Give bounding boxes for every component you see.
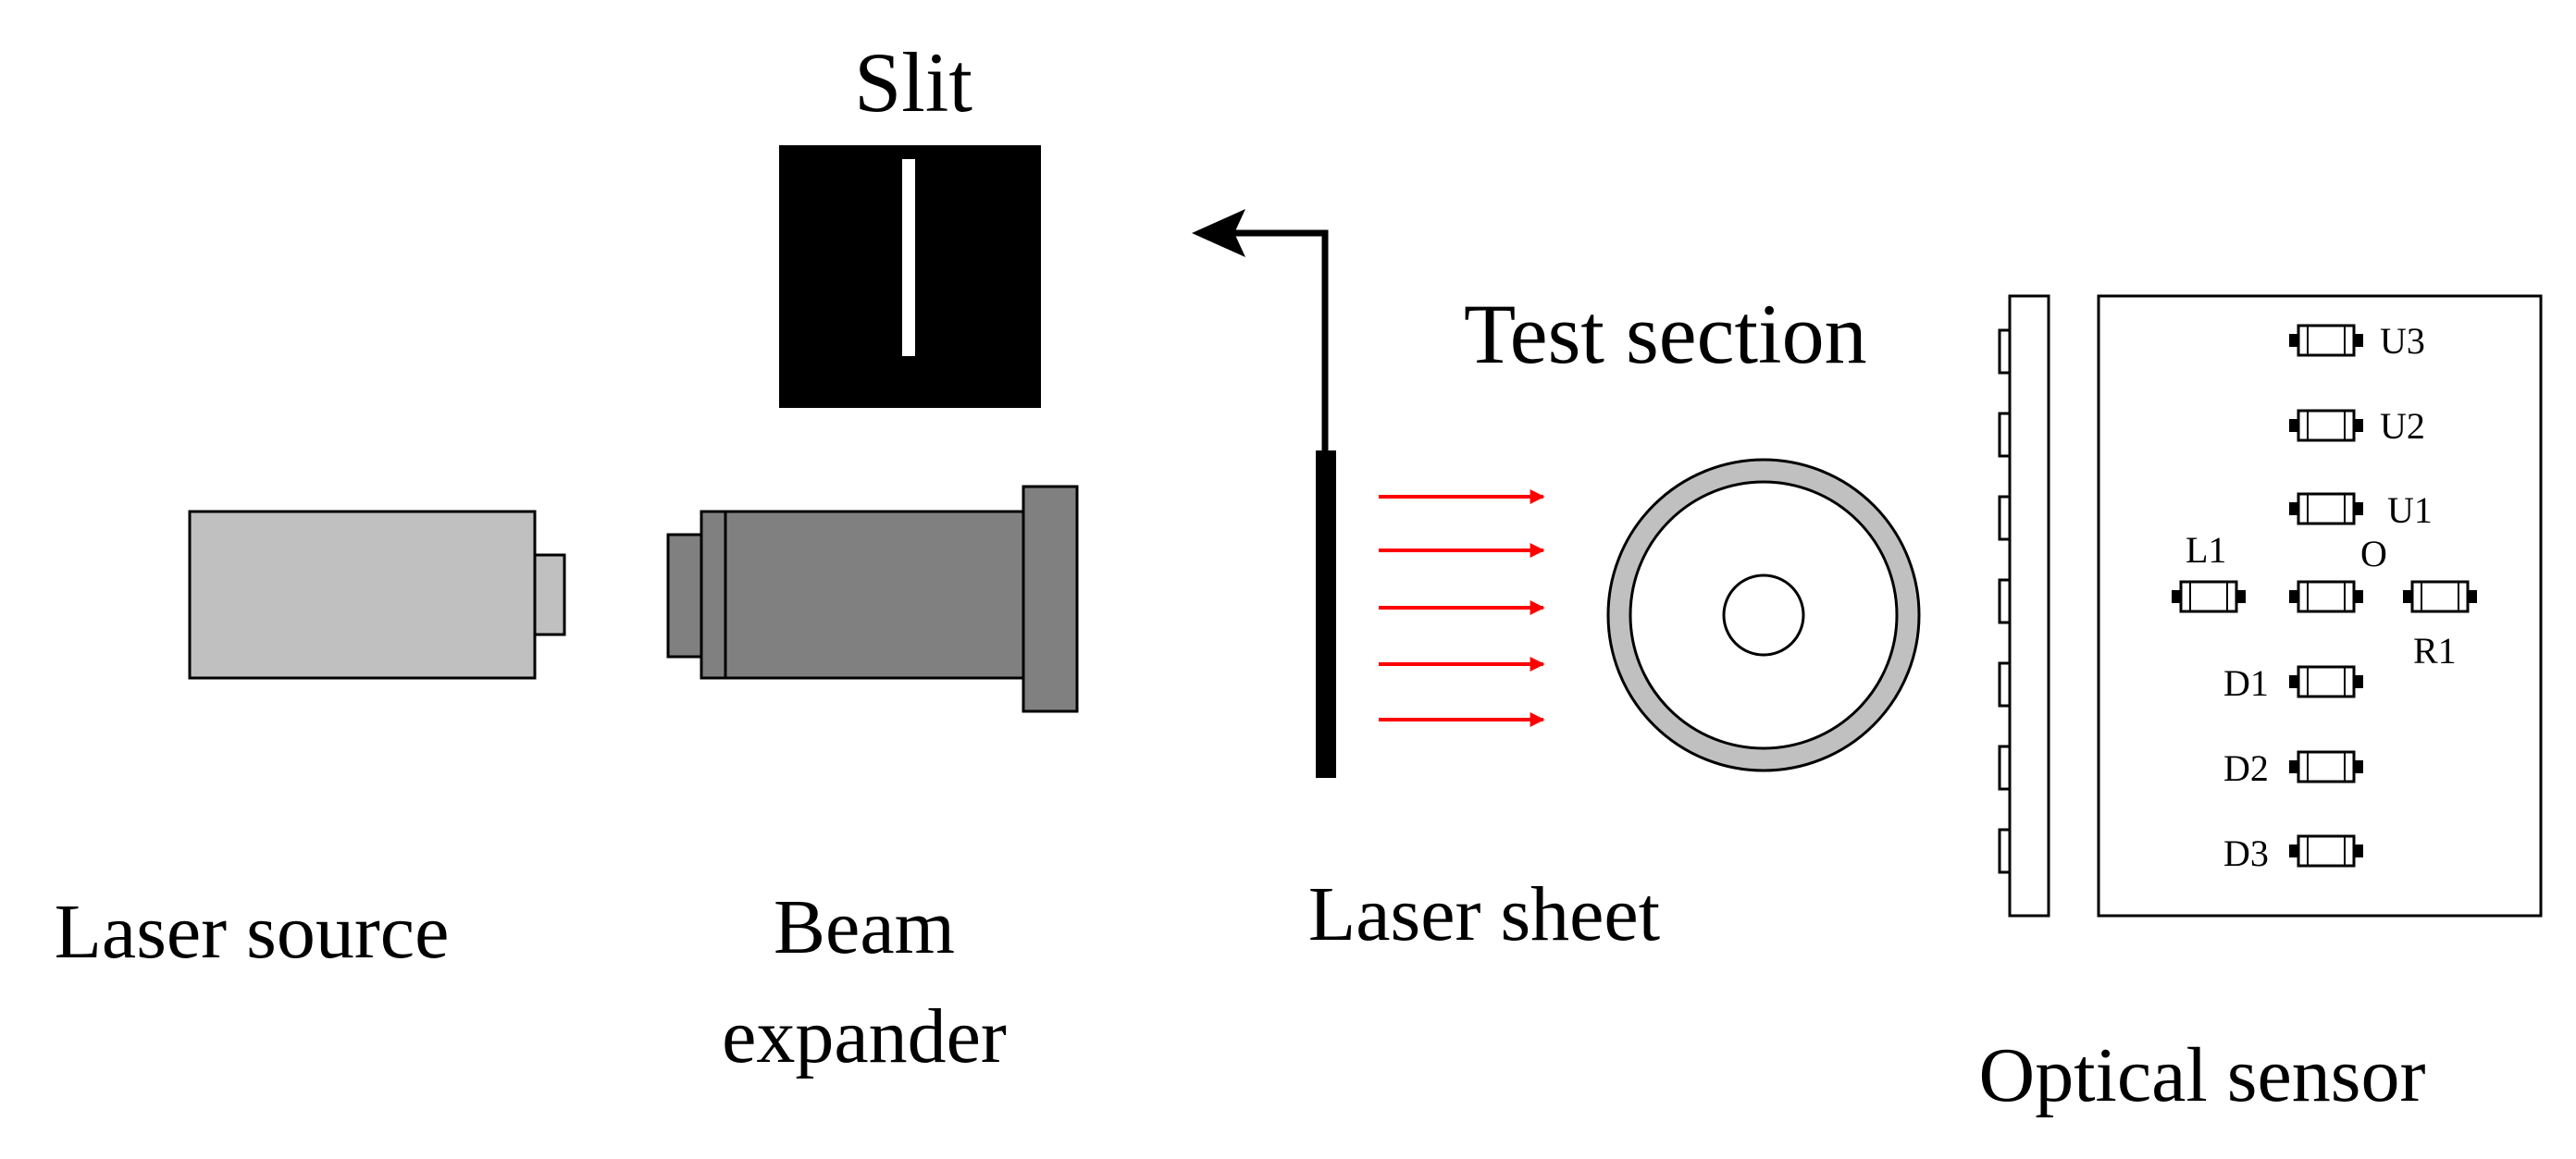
test-section-core	[1722, 573, 1805, 657]
sensor-l1	[2172, 580, 2246, 613]
beam-expander-label-line1: Beam	[774, 884, 955, 970]
test-section-label: Test section	[1464, 287, 1867, 381]
slit-opening	[902, 159, 915, 356]
sensor-label-u1: U1	[2387, 489, 2433, 531]
slit-label: Slit	[854, 35, 972, 129]
laser-source-nozzle	[533, 553, 566, 636]
test-section	[1606, 458, 1921, 772]
laser-sheet-bar	[1316, 450, 1336, 778]
sensor-o	[2289, 580, 2363, 613]
slit	[779, 145, 1041, 408]
sensor-d3	[2289, 834, 2363, 868]
beam-expander	[666, 485, 1079, 713]
sensor-d1	[2289, 665, 2363, 698]
optical-sensor-label: Optical sensor	[1979, 1032, 2426, 1118]
sensor-label-d3: D3	[2223, 832, 2269, 874]
sensor-label-l1: L1	[2186, 529, 2226, 571]
sensor-label-u2: U2	[2380, 405, 2425, 447]
sensor-label-o: O	[2360, 533, 2387, 574]
sensor-d2	[2289, 750, 2363, 783]
sensor-label-d2: D2	[2223, 747, 2269, 789]
sensor-label-r1: R1	[2413, 630, 2457, 672]
laser-source-body	[188, 510, 537, 680]
sensor-r1	[2403, 580, 2477, 613]
sensor-label-u3: U3	[2380, 320, 2425, 362]
laser-sheet-label: Laser sheet	[1308, 871, 1660, 957]
laser-sheet-arrows	[1379, 489, 1545, 727]
sensor-label-d1: D1	[2223, 662, 2269, 704]
sensor-u1	[2289, 492, 2363, 525]
sensor-u2	[2289, 409, 2363, 442]
laser-source	[188, 510, 566, 680]
beam-expander-label-line2: expander	[722, 993, 1007, 1079]
sensor-u3	[2289, 324, 2363, 357]
sensor-array	[2172, 324, 2477, 868]
slit-rotation-arrow	[1192, 209, 1329, 450]
laser-source-label: Laser source	[55, 889, 450, 975]
sensor-rail	[1998, 294, 2050, 918]
